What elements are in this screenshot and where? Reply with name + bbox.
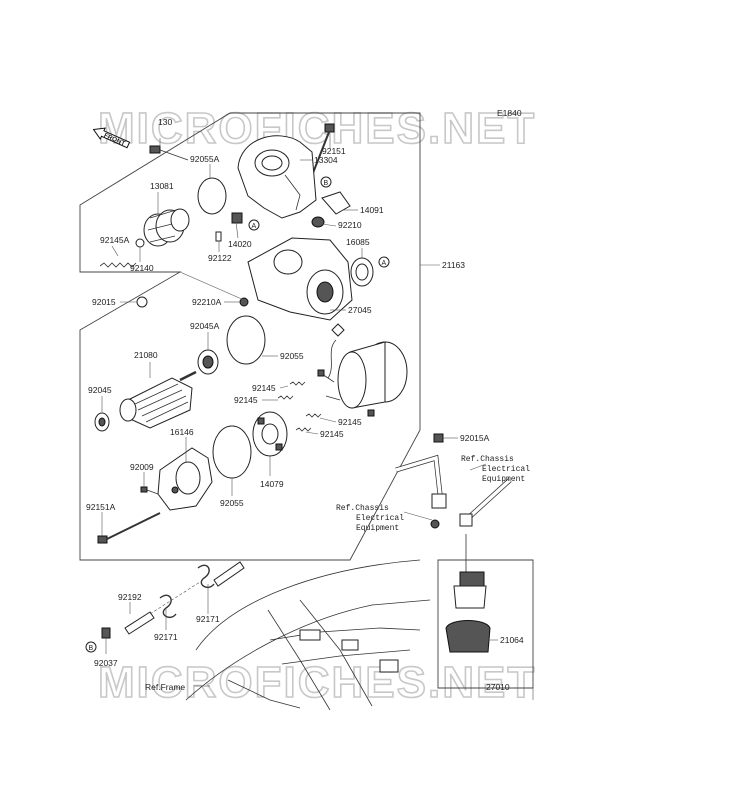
- dashed-assembly-line: [149, 581, 201, 615]
- label-92122: 92122: [208, 253, 232, 263]
- diagram-code: E1840: [497, 108, 522, 118]
- callout-a-top: A: [252, 223, 257, 230]
- label-92015: 92015: [92, 297, 116, 307]
- spring-92145-c: [305, 413, 322, 418]
- cable-assembly: [395, 454, 512, 527]
- label-14079: 14079: [260, 479, 284, 489]
- label-92045a: 92045A: [190, 321, 220, 331]
- label-92171-b: 92171: [196, 614, 220, 624]
- label-92210a: 92210A: [192, 297, 222, 307]
- pin-92122: [215, 231, 222, 242]
- label-13081: 13081: [150, 181, 174, 191]
- spring-92145-a: [289, 381, 306, 386]
- watermark-bottom: MICROFICHES.NET: [98, 658, 536, 707]
- ref-chassis-right-3: Equipment: [482, 475, 525, 484]
- callout-b-low: B: [89, 645, 94, 652]
- lever-14091: [321, 191, 351, 215]
- callout-b-top: B: [324, 180, 329, 187]
- ref-chassis-left-3: Equipment: [356, 524, 399, 533]
- label-16085: 16085: [346, 237, 370, 247]
- o-ring-92055a: [197, 177, 227, 215]
- nut-92015a: [433, 433, 444, 443]
- nut-92210: [311, 216, 325, 228]
- label-14091: 14091: [360, 205, 384, 215]
- label-92015a: 92015A: [460, 433, 490, 443]
- assembly-frame-21163: [79, 112, 421, 561]
- label-92037: 92037: [94, 658, 118, 668]
- armature-21080: [119, 370, 197, 429]
- spring-92145-b: [277, 395, 294, 400]
- label-92145-c: 92145: [338, 417, 362, 427]
- label-92145-a: 92145: [252, 383, 276, 393]
- label-92192: 92192: [118, 592, 142, 602]
- bearing-92045a: [197, 349, 219, 375]
- clip-92171-b: [197, 564, 215, 588]
- housing-13304: [237, 135, 317, 219]
- label-130: 130: [158, 117, 172, 127]
- piece-14020: [231, 212, 243, 224]
- label-92210: 92210: [338, 220, 362, 230]
- brush-holder-14079: [252, 411, 288, 457]
- pin-upper: [213, 561, 245, 587]
- label-92171-a: 92171: [154, 632, 178, 642]
- label-92151: 92151: [322, 146, 346, 156]
- washer-92140: [135, 238, 145, 248]
- pinion-gear-13081: [143, 208, 190, 247]
- bearing-16085: [350, 257, 374, 287]
- label-27010: 27010: [486, 682, 510, 692]
- watermark-top: MICROFICHES.NET: [98, 104, 536, 153]
- spring-92145-d: [295, 427, 312, 432]
- label-92055-mid: 92055: [280, 351, 304, 361]
- label-92045: 92045: [88, 385, 112, 395]
- yoke-stator: [317, 323, 408, 417]
- label-21163: 21163: [442, 260, 465, 270]
- vehicle-frame-sketch: [185, 559, 431, 711]
- nut-92210a: [239, 297, 249, 307]
- motor-housing: [247, 237, 353, 321]
- o-ring-92055-mid: [226, 315, 266, 365]
- label-92055-low: 92055: [220, 498, 244, 508]
- pin-92192: [124, 611, 155, 635]
- screw-92009: [140, 486, 159, 495]
- label-92145a: 92145A: [100, 235, 130, 245]
- callout-b-circle: [320, 176, 332, 188]
- clip-92171-a: [159, 594, 177, 618]
- label-92151a: 92151A: [86, 502, 116, 512]
- leader-lines: [101, 133, 498, 687]
- label-21064: 21064: [500, 635, 524, 645]
- label-92145-b: 92145: [234, 395, 258, 405]
- label-21080: 21080: [134, 350, 158, 360]
- label-27045: 27045: [348, 305, 372, 315]
- label-13304: 13304: [314, 155, 338, 165]
- ref-chassis-right-1: Ref.Chassis: [461, 455, 514, 464]
- label-14020: 14020: [228, 239, 252, 249]
- label-92145-d: 92145: [320, 429, 344, 439]
- clamp-92037: [101, 627, 111, 639]
- relay-21064: [445, 534, 491, 653]
- ref-chassis-left-1: Ref.Chassis: [336, 504, 389, 513]
- end-cover-16146: [157, 447, 213, 511]
- callout-a-circle-right: [378, 256, 390, 268]
- ref-chassis-right-2: Electrical: [482, 465, 530, 474]
- callout-a-right: A: [382, 260, 387, 267]
- callout-b-circle-low: [85, 641, 97, 653]
- label-92009: 92009: [130, 462, 154, 472]
- bolt-92151a: [97, 512, 161, 544]
- bearing-92045: [94, 412, 110, 432]
- o-ring-92055-low: [212, 425, 252, 479]
- ref-frame: Ref.Frame: [145, 682, 185, 692]
- callout-a-circle: [248, 219, 260, 231]
- washer-92015: [136, 296, 148, 308]
- nut-small: [430, 519, 440, 529]
- label-16146: 16146: [170, 427, 194, 437]
- label-92055a: 92055A: [190, 154, 220, 164]
- spring-92145a: [99, 262, 137, 268]
- ref-chassis-left-2: Electrical: [356, 514, 404, 523]
- label-92140: 92140: [130, 263, 154, 273]
- bolt-130: [149, 145, 189, 161]
